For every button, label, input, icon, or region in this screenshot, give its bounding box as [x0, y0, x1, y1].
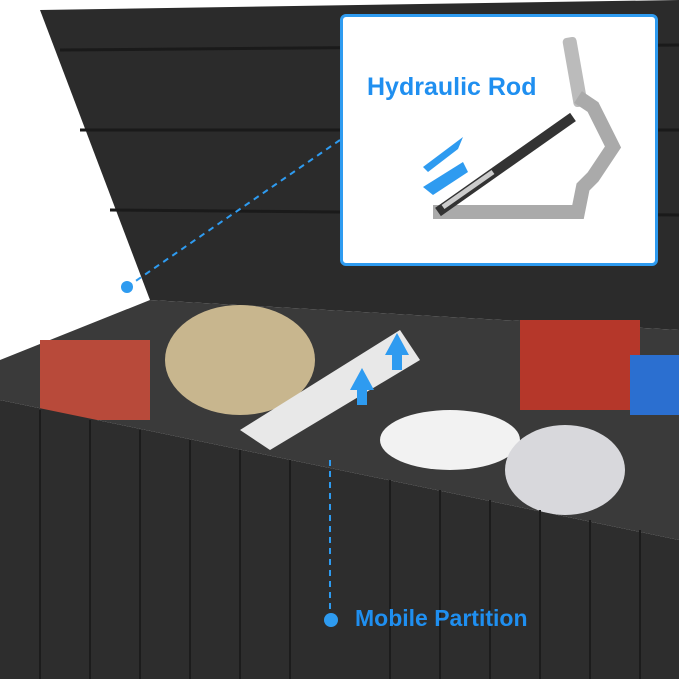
basket — [165, 305, 315, 415]
hydraulic-rod-callout: Hydraulic Rod — [340, 14, 658, 266]
kettle — [505, 425, 625, 515]
pillow — [240, 330, 420, 450]
blue-box — [630, 355, 679, 415]
front-slats — [39, 410, 641, 679]
up-arrow-icon — [385, 333, 409, 370]
callout-title: Hydraulic Rod — [367, 73, 537, 101]
bowl — [380, 410, 520, 470]
arrow-icon — [423, 162, 468, 195]
marker-dot — [121, 281, 133, 293]
hydraulic-rod-illustration — [423, 36, 622, 219]
books — [40, 340, 150, 420]
mobile-partition-label: Mobile Partition — [355, 605, 528, 631]
box-front — [0, 400, 679, 679]
fuel-cans — [520, 320, 640, 410]
up-arrow-icon — [350, 368, 374, 405]
marker-dot — [324, 613, 338, 627]
arrow-icon — [423, 137, 463, 172]
